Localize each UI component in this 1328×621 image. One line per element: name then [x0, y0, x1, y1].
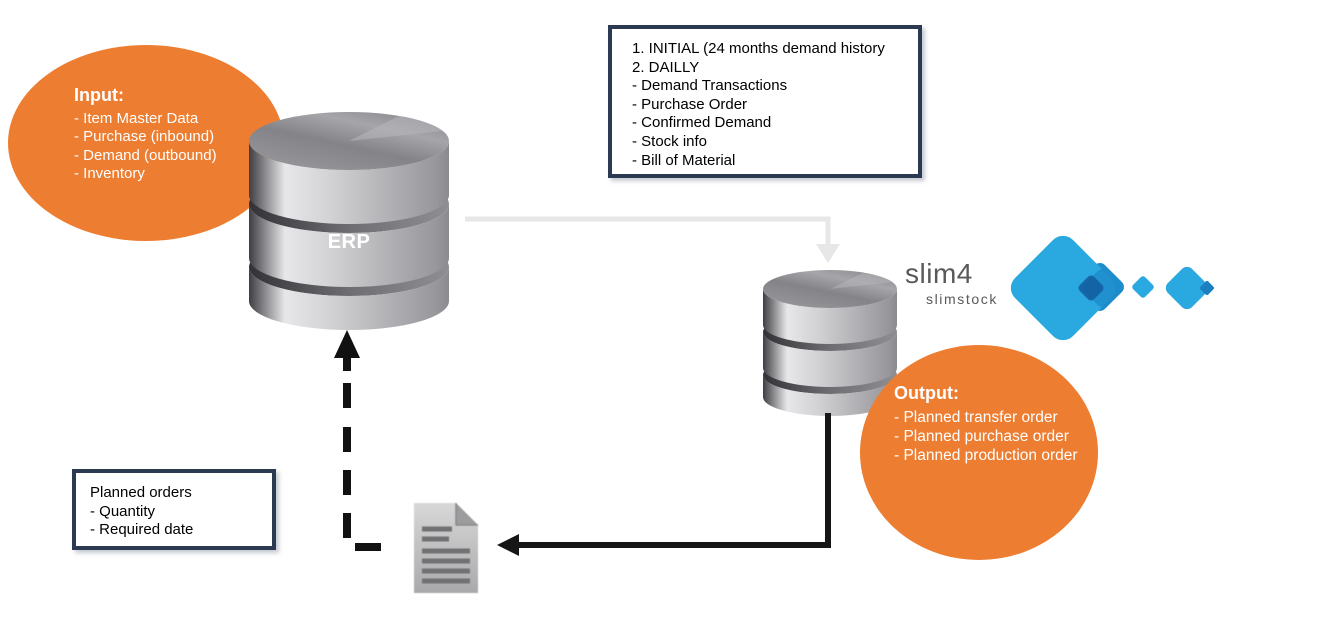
- planned-orders-line: - Quantity: [90, 502, 156, 520]
- interface-line: 1. INITIAL (24 months demand history: [632, 40, 885, 57]
- output-bubble: Output: - Planned transfer order - Plann…: [860, 345, 1098, 560]
- input-bubble-item: - Purchase (inbound): [74, 128, 215, 146]
- output-bubble-item: - Planned purchase order: [894, 428, 1069, 445]
- output-bubble-item: - Planned transfer order: [894, 409, 1058, 426]
- interface-line: - Stock info: [632, 132, 708, 150]
- interface-line: - Demand Transactions: [632, 77, 788, 95]
- dashed-arrow-document-to-erp: [334, 330, 381, 551]
- interface-line: - Bill of Material: [632, 151, 736, 169]
- planned-orders-line: Planned orders: [90, 484, 192, 501]
- erp-database-label: ERP: [327, 231, 371, 253]
- slim4-logo-name: slim4: [905, 258, 973, 289]
- output-bubble-title: Output:: [894, 383, 959, 403]
- interface-line: 2. DAILLY: [632, 58, 700, 76]
- interface-line: - Purchase Order: [632, 95, 748, 113]
- output-bubble-item: - Planned production order: [894, 447, 1078, 464]
- slim4-logo-diamonds-icon: [1010, 235, 1214, 341]
- interface-schedule-box: 1. INITIAL (24 months demand history 2. …: [608, 25, 922, 178]
- slim4-logo-subname: slimstock: [926, 291, 998, 307]
- input-bubble: Input: - Item Master Data - Purchase (in…: [8, 45, 284, 241]
- input-bubble-item: - Item Master Data: [74, 110, 199, 127]
- slim4-database-icon: [763, 270, 897, 416]
- input-bubble-item: - Demand (outbound): [74, 146, 217, 164]
- input-bubble-title: Input:: [74, 85, 124, 105]
- planned-orders-box: Planned orders - Quantity - Required dat…: [72, 469, 276, 550]
- erp-database-icon: [249, 112, 449, 330]
- planned-orders-line: - Required date: [90, 521, 194, 539]
- interface-line: - Confirmed Demand: [632, 114, 772, 132]
- input-bubble-item: - Inventory: [74, 165, 145, 183]
- flow-arrow-slim4-to-document: [497, 413, 831, 556]
- document-icon: [414, 503, 478, 593]
- flow-arrow-erp-to-slim4: [465, 216, 840, 263]
